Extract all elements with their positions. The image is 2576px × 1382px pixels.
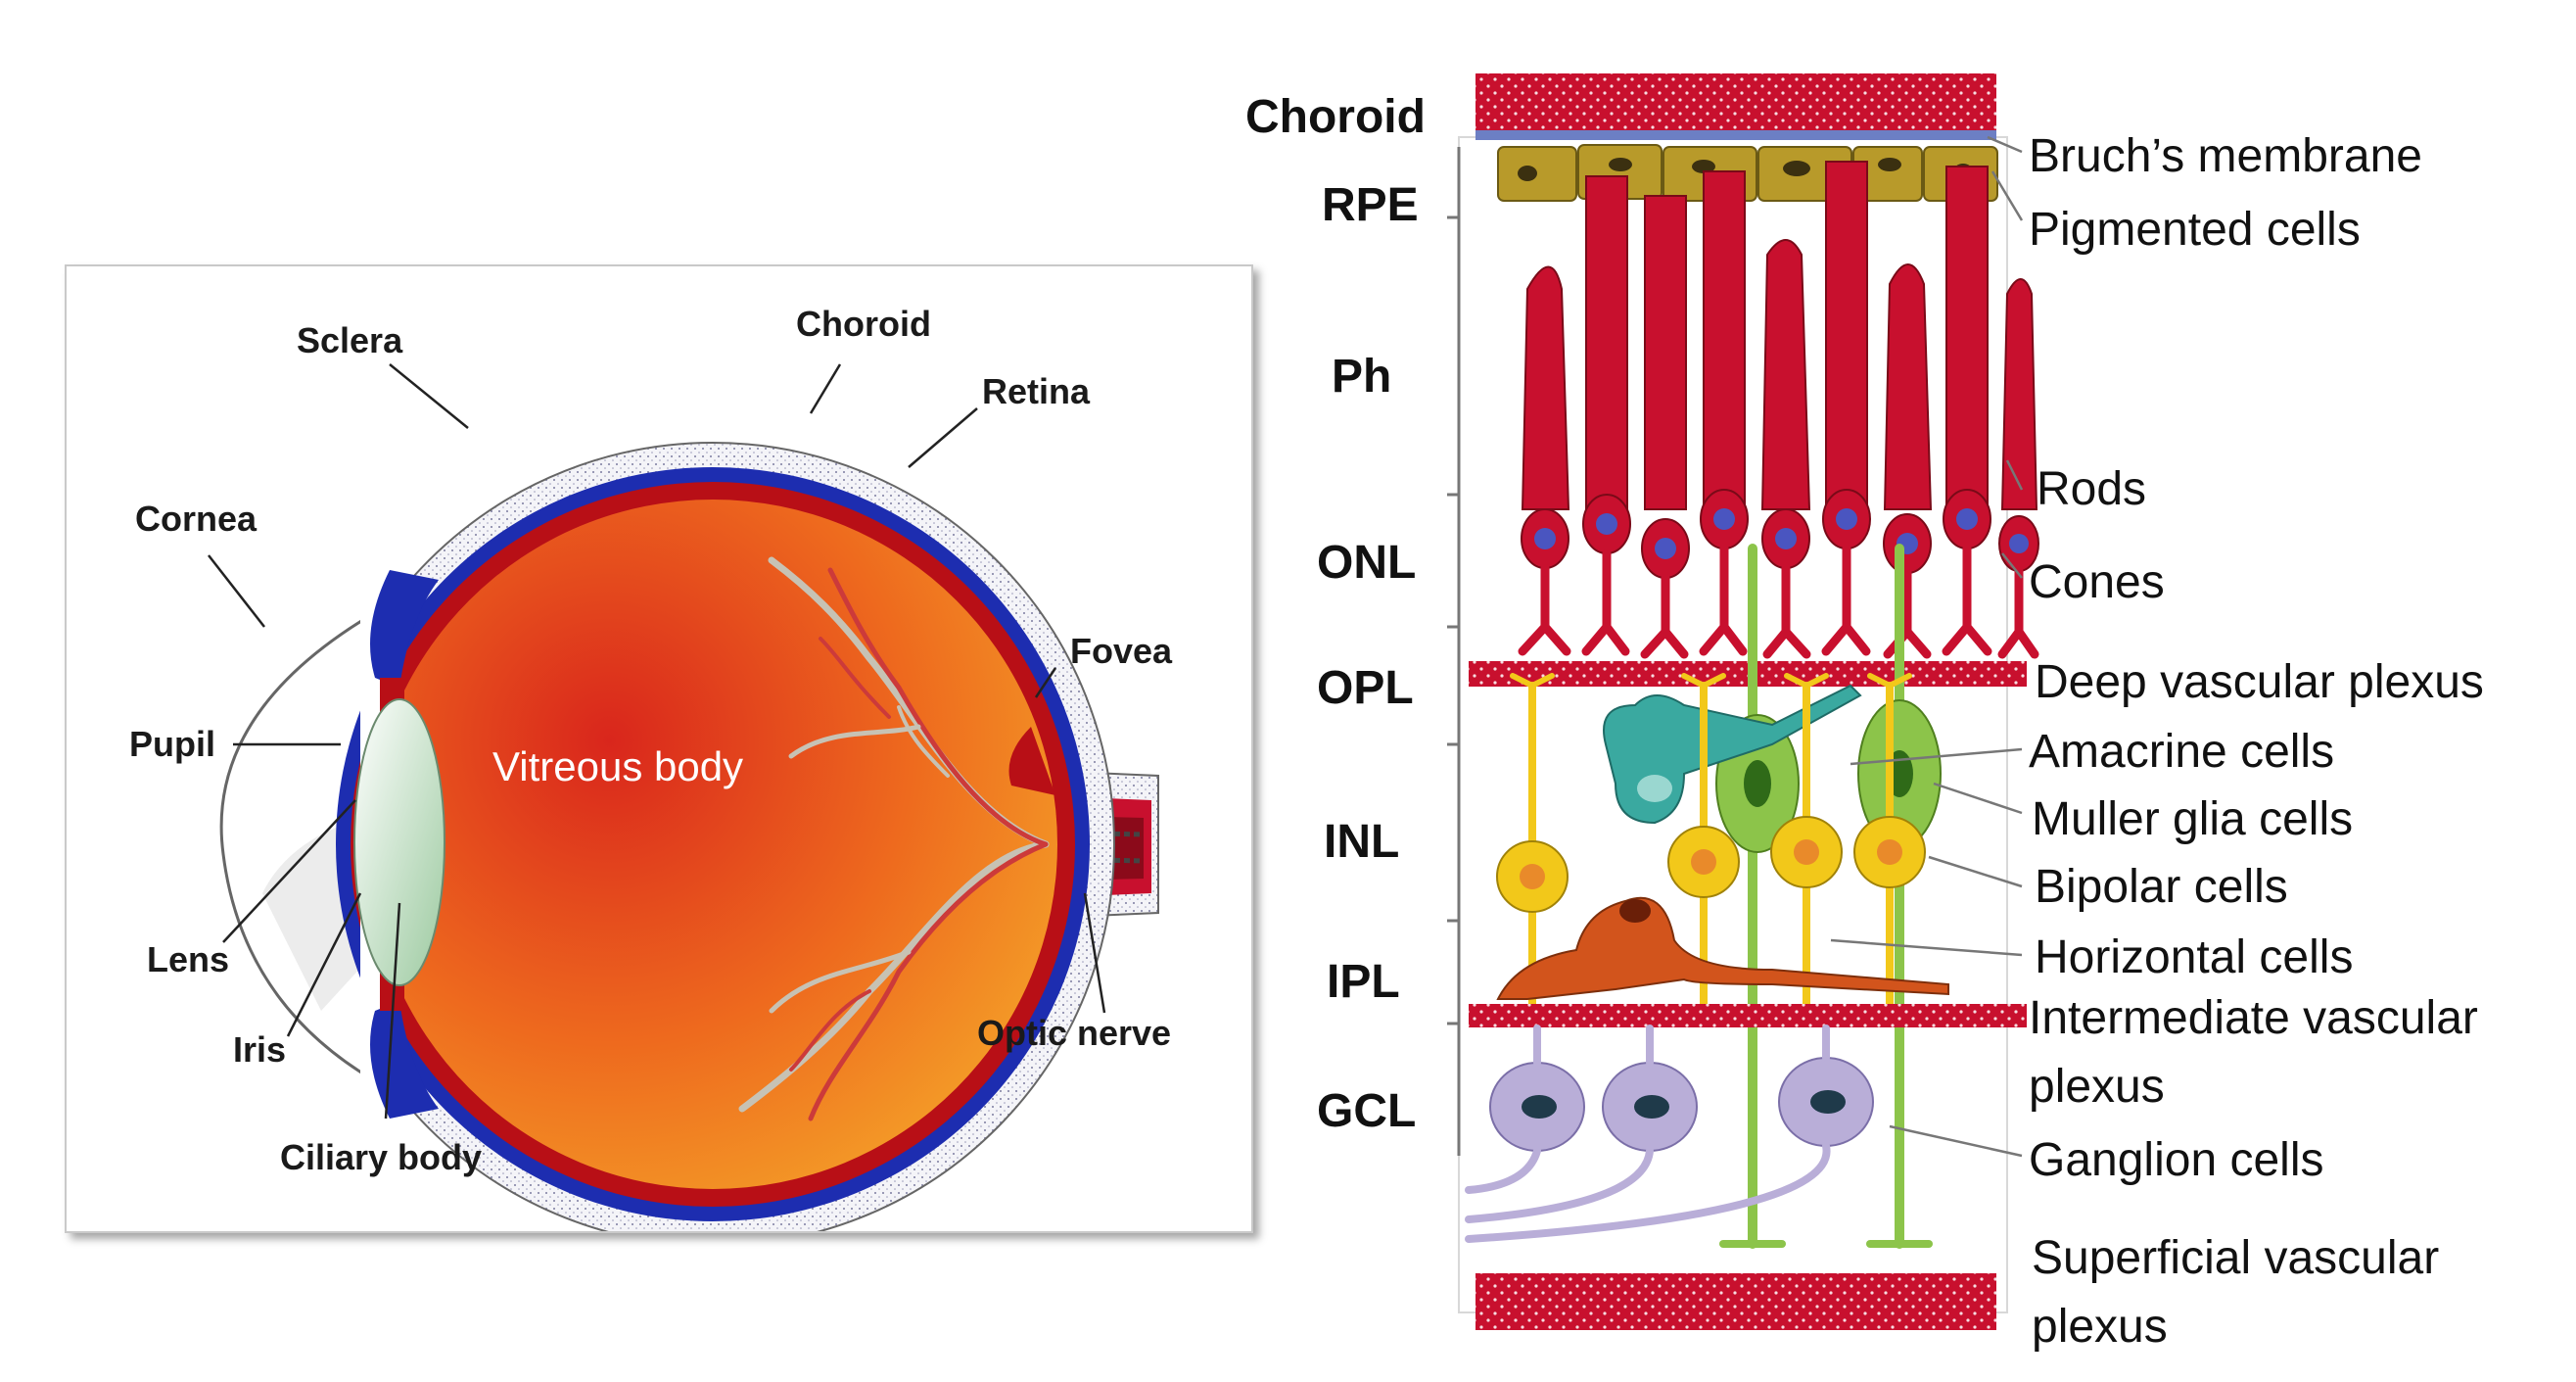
bruchs-membrane: [1475, 130, 1996, 140]
label-choroid-eye: Choroid: [796, 304, 931, 344]
label-superficial-vascular-1: Superficial vascular: [2032, 1232, 2439, 1284]
label-cornea: Cornea: [135, 499, 258, 539]
rod-cell: [1825, 161, 1868, 510]
rod-cell: [1945, 166, 1989, 510]
bipolar-cells: [1496, 673, 1926, 1013]
label-intermediate-vascular-2: plexus: [2029, 1061, 2165, 1113]
layer-label-ipl: IPL: [1327, 956, 1400, 1008]
retinal-vessels: [738, 556, 1050, 1121]
retina-layers-diagram: Choroid RPE Ph ONL OPL INL IPL GCL Bruch…: [1245, 73, 2484, 1353]
pigmented-cells: [1497, 144, 1998, 202]
choroid-band: [1475, 73, 1996, 132]
layer-label-opl: OPL: [1317, 662, 1414, 714]
label-cones: Cones: [2029, 556, 2165, 608]
label-retina: Retina: [982, 371, 1091, 411]
eye-diagram-panel: Sclera Choroid Retina Cornea Fovea Pupil…: [65, 264, 1253, 1247]
rod-cell: [1703, 170, 1746, 510]
cone-cell: [1760, 239, 1811, 510]
muller-glia-cells: [1715, 544, 1942, 1249]
layer-label-ph: Ph: [1332, 351, 1391, 403]
label-optic-nerve: Optic nerve: [977, 1013, 1171, 1053]
label-deep-vascular-plexus: Deep vascular plexus: [2035, 656, 2484, 708]
label-amacrine-cells: Amacrine cells: [2029, 726, 2334, 778]
fovea-pit: [1008, 727, 1055, 795]
label-iris: Iris: [233, 1029, 286, 1070]
label-fovea: Fovea: [1070, 631, 1173, 671]
eye-diagram: Sclera Choroid Retina Cornea Fovea Pupil…: [129, 304, 1173, 1247]
onl-nuclei: [1518, 489, 2039, 659]
layer-bracket-ticks: [1447, 215, 1459, 1025]
cone-cell: [1883, 263, 1933, 510]
label-lens: Lens: [147, 939, 229, 979]
cone-cell: [2000, 278, 2038, 510]
label-pigmented-cells: Pigmented cells: [2029, 204, 2361, 256]
layer-label-gcl: GCL: [1317, 1085, 1416, 1137]
layer-label-inl: INL: [1324, 816, 1399, 868]
label-rods: Rods: [2037, 463, 2146, 515]
label-bipolar-cells: Bipolar cells: [2035, 861, 2288, 913]
rod-cell: [1585, 175, 1628, 510]
vitreous-body: [368, 500, 1057, 1189]
intermediate-vascular-plexus: [1469, 1004, 2027, 1027]
layer-label-onl: ONL: [1317, 537, 1416, 589]
horizontal-cell: [1496, 896, 1949, 1000]
cone-cell: [1521, 265, 1570, 510]
label-horizontal-cells: Horizontal cells: [2035, 931, 2353, 983]
layer-label-choroid: Choroid: [1245, 91, 1426, 143]
label-vitreous-body: Vitreous body: [492, 743, 743, 789]
label-sclera: Sclera: [297, 320, 403, 360]
eye-leader-lines: [208, 363, 1106, 1120]
layer-label-rpe: RPE: [1322, 179, 1419, 231]
label-muller-glia-cells: Muller glia cells: [2032, 793, 2353, 845]
retina-leader-lines: [1830, 135, 2024, 1158]
rod-cell: [1644, 195, 1687, 510]
label-pupil: Pupil: [129, 724, 215, 764]
lens-shape: [353, 698, 445, 986]
superficial-vascular-plexus: [1475, 1273, 1996, 1330]
amacrine-cell: [1603, 684, 1862, 825]
label-bruchs-membrane: Bruch’s membrane: [2029, 130, 2422, 182]
ciliary-body-upper: [370, 570, 439, 688]
ganglion-cells: [1465, 1025, 1874, 1243]
label-ganglion-cells: Ganglion cells: [2029, 1134, 2324, 1186]
label-intermediate-vascular-1: Intermediate vascular: [2029, 992, 2478, 1044]
label-ciliary-body: Ciliary body: [280, 1137, 482, 1177]
photoreceptors: [1521, 161, 2038, 510]
label-superficial-vascular-2: plexus: [2032, 1301, 2168, 1353]
